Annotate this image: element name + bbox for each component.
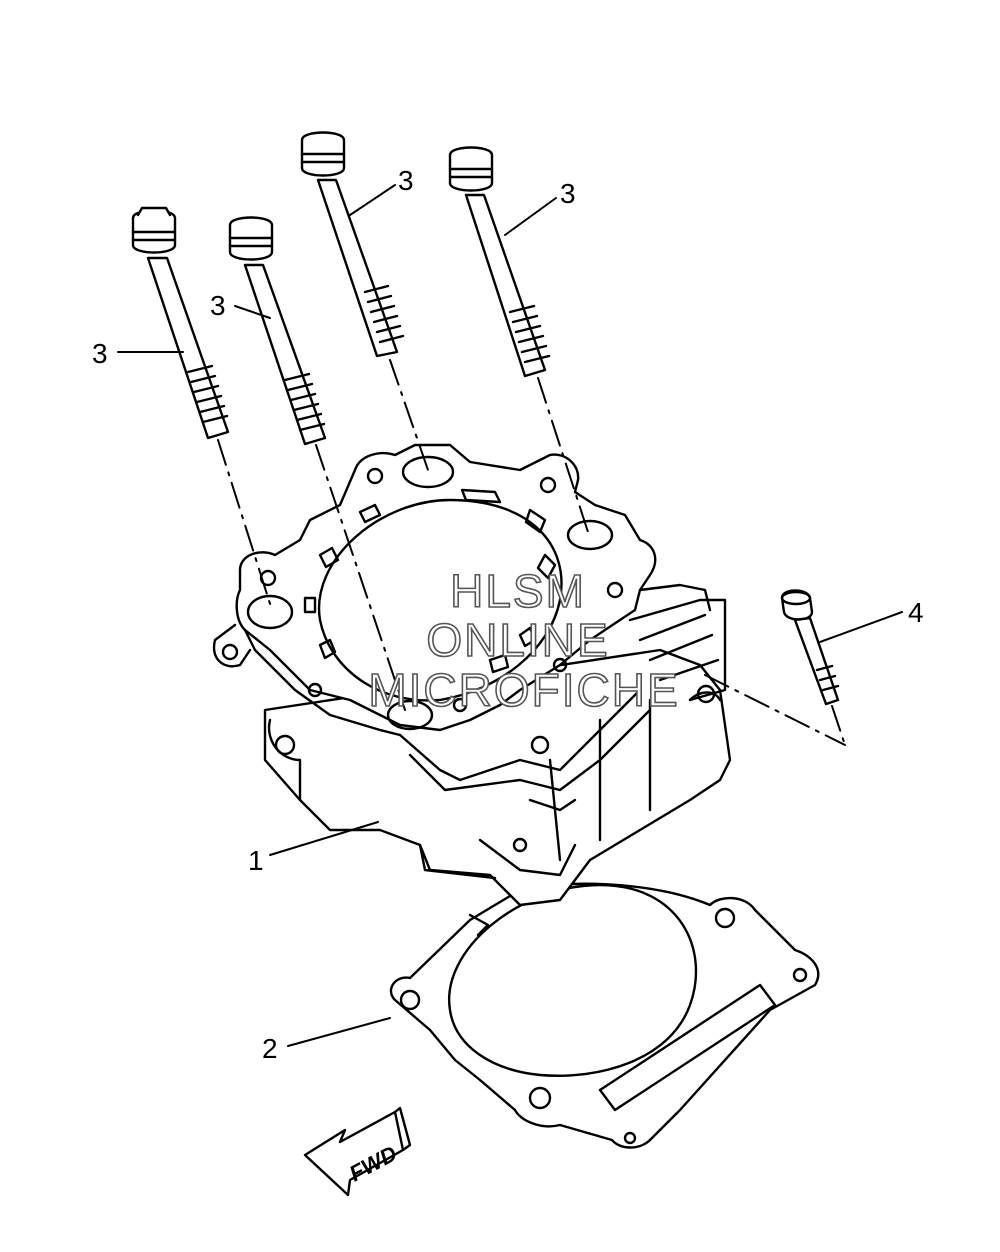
- callout-bolt-d: 3: [560, 178, 576, 209]
- watermark-line-1: HLSM: [450, 565, 586, 617]
- callout-bolt-c: 3: [398, 165, 414, 196]
- watermark-line-2: ONLINE: [426, 614, 609, 666]
- callout-gasket: 2: [262, 1033, 278, 1064]
- alignment-centerlines: [217, 359, 846, 746]
- cylinder-base-gasket[interactable]: [389, 882, 820, 1149]
- head-bolt-3[interactable]: [300, 131, 405, 358]
- callout-bolt-b: 3: [210, 290, 226, 321]
- small-bolt[interactable]: [780, 589, 840, 706]
- watermark: HLSM ONLINE MICROFICHE: [368, 564, 679, 717]
- arrow-icon: [303, 1110, 405, 1197]
- leader-lines: [117, 184, 903, 1047]
- fwd-direction-arrow: FWD: [303, 1106, 412, 1197]
- callout-small-bolt: 4: [908, 597, 924, 628]
- cylinder-block[interactable]: [212, 443, 732, 907]
- head-bolt-4[interactable]: [448, 146, 551, 378]
- callout-bolt-a: 3: [92, 338, 108, 369]
- callout-cylinder: 1: [248, 845, 264, 876]
- watermark-line-3: MICROFICHE: [368, 664, 679, 716]
- head-bolt-1[interactable]: [131, 206, 230, 440]
- head-bolt-2[interactable]: [228, 216, 327, 446]
